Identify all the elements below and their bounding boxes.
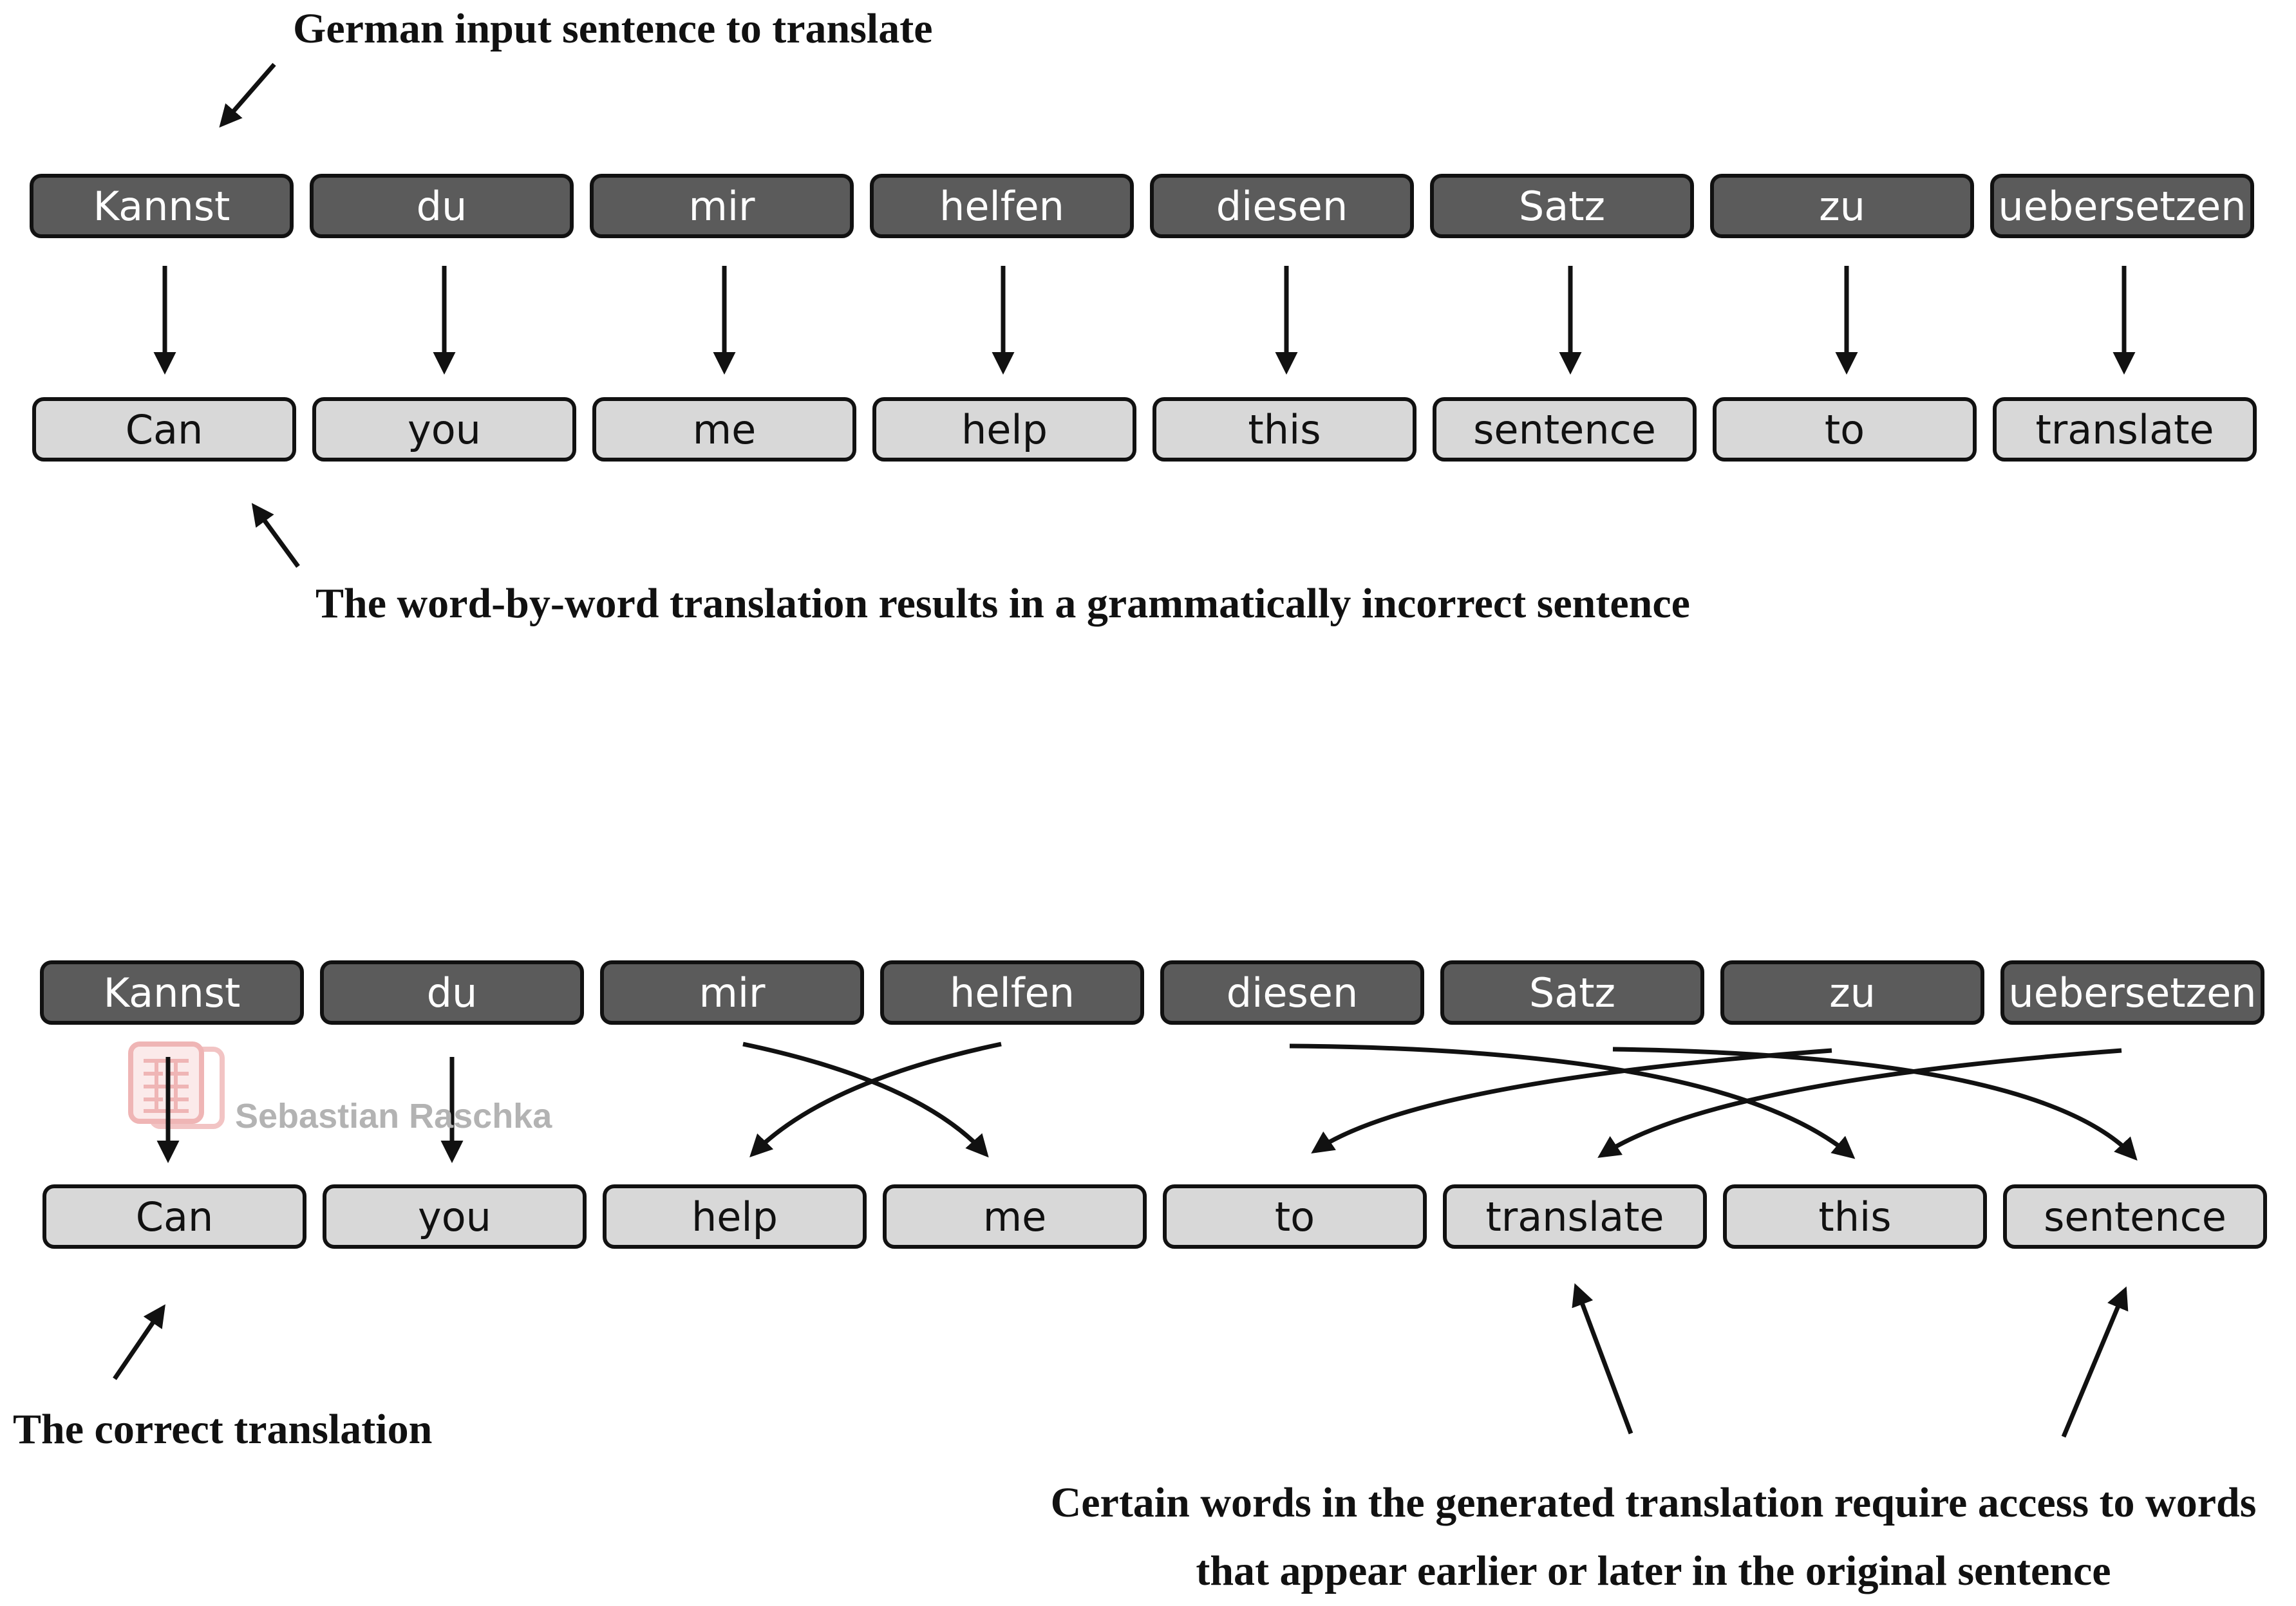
top-input-token: uebersetzen bbox=[1990, 174, 2254, 238]
reorder-arrow bbox=[1311, 1048, 1832, 1153]
reorder-arrow bbox=[742, 1041, 989, 1158]
access-annotation-line2: that appear earlier or later in the orig… bbox=[1196, 1547, 2111, 1594]
top-input-token: du bbox=[310, 174, 574, 238]
top-output-token: you bbox=[312, 397, 576, 462]
output-annotation: The word-by-word translation results in … bbox=[315, 580, 1690, 627]
top-input-token: Kannst bbox=[30, 174, 294, 238]
bottom-input-token: mir bbox=[600, 960, 864, 1025]
reorder-arrow bbox=[1612, 1047, 2138, 1161]
reorder-arrow bbox=[749, 1041, 1002, 1157]
bottom-output-token: Can bbox=[42, 1184, 306, 1249]
bottom-output-token: this bbox=[1723, 1184, 1987, 1249]
reorder-arrow bbox=[1289, 1043, 1856, 1159]
top-input-token: zu bbox=[1710, 174, 1974, 238]
bottom-input-token: uebersetzen bbox=[2000, 960, 2264, 1025]
bottom-input-token: zu bbox=[1720, 960, 1984, 1025]
bottom-output-token: you bbox=[323, 1184, 587, 1249]
bottom-input-token: Satz bbox=[1440, 960, 1704, 1025]
input-annotation: German input sentence to translate bbox=[293, 5, 933, 52]
correct-translation-annotation: The correct translation bbox=[13, 1406, 433, 1453]
top-input-token: mir bbox=[590, 174, 854, 238]
top-output-token: to bbox=[1713, 397, 1977, 462]
top-output-token: this bbox=[1153, 397, 1416, 462]
top-output-token: translate bbox=[1993, 397, 2257, 462]
output-annotation-pointer bbox=[251, 503, 300, 568]
bottom-output-token: sentence bbox=[2003, 1184, 2267, 1249]
bottom-output-token: help bbox=[603, 1184, 867, 1249]
top-output-token: sentence bbox=[1433, 397, 1697, 462]
top-output-token: me bbox=[592, 397, 856, 462]
top-output-token: help bbox=[872, 397, 1136, 462]
access-annotation-pointer bbox=[2061, 1286, 2129, 1438]
access-annotation-pointer bbox=[1572, 1283, 1633, 1435]
bottom-output-token: translate bbox=[1443, 1184, 1707, 1249]
top-output-token: Can bbox=[32, 397, 296, 462]
bottom-input-token: du bbox=[320, 960, 584, 1025]
top-input-token: diesen bbox=[1150, 174, 1414, 238]
reorder-arrow bbox=[1597, 1048, 2122, 1158]
correct-annotation-pointer bbox=[113, 1304, 165, 1380]
access-annotation-line1: Certain words in the generated translati… bbox=[1050, 1479, 2257, 1526]
bottom-output-token: to bbox=[1163, 1184, 1427, 1249]
top-input-token: helfen bbox=[870, 174, 1134, 238]
bottom-output-token: me bbox=[883, 1184, 1147, 1249]
watermark-text: Sebastian Raschka bbox=[235, 1097, 552, 1135]
bottom-input-token: diesen bbox=[1160, 960, 1424, 1025]
bottom-input-token: helfen bbox=[880, 960, 1144, 1025]
bottom-input-token: Kannst bbox=[40, 960, 304, 1025]
top-input-token: Satz bbox=[1430, 174, 1694, 238]
input-annotation-pointer bbox=[219, 62, 276, 128]
